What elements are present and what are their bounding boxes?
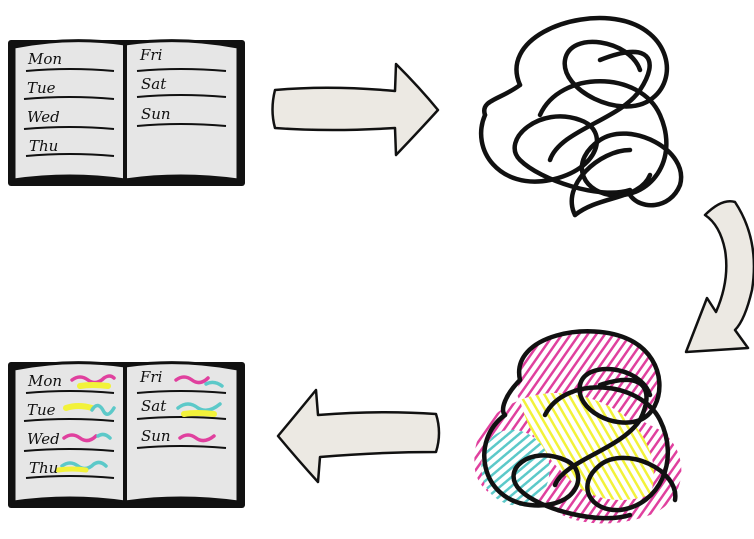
day-label-thu: Thu [29,459,58,477]
day-label-sat: Sat [141,397,167,415]
day-label-sun: Sun [141,427,171,445]
open-planner-book-icon: Mon Tue Wed Thu Fri Sat Sun [8,40,245,186]
day-label-wed: Wed [27,108,60,126]
planner-before: Mon Tue Wed Thu Fri Sat Sun [8,40,245,186]
curved-down-arrow-icon [686,201,754,352]
tangled-scribble-icon [481,18,681,215]
day-label-tue: Tue [27,79,56,97]
left-arrow-icon [278,390,439,482]
colored-tangle-icon [474,331,681,523]
right-arrow-icon [273,64,439,155]
planner-after: Mon Tue Wed Thu Fri Sat Sun [8,362,245,508]
day-label-sun: Sun [141,105,171,123]
day-label-fri: Fri [139,368,163,386]
day-label-mon: Mon [27,372,62,390]
day-label-tue: Tue [27,401,56,419]
day-label-sat: Sat [141,75,167,93]
day-label-thu: Thu [29,137,58,155]
highlighted-planner-book-icon: Mon Tue Wed Thu Fri Sat Sun [8,362,245,508]
day-label-wed: Wed [27,430,60,448]
day-label-mon: Mon [27,50,62,68]
day-label-fri: Fri [139,46,163,64]
